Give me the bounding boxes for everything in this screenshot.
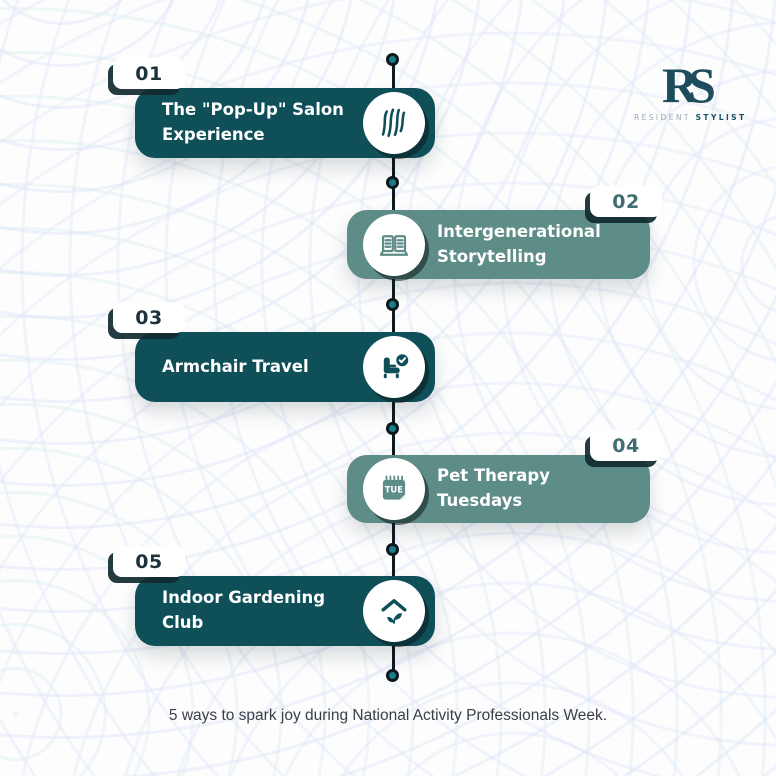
timeline-dot: [386, 669, 399, 682]
open-book-icon: [363, 214, 425, 276]
house-leaf-icon: [363, 580, 425, 642]
timeline-dot: [386, 422, 399, 435]
brand-monogram: RS: [662, 57, 716, 113]
card-title: Pet Therapy Tuesdays: [437, 466, 550, 510]
brand-name: RESIDENT STYLIST: [634, 113, 744, 122]
step-number: 05: [135, 550, 163, 573]
brand-name-resident: RESIDENT: [634, 113, 691, 122]
step-tab-04: 04: [590, 430, 662, 461]
step-tab-03: 03: [113, 302, 185, 333]
timeline-dot: [386, 543, 399, 556]
step-number: 04: [612, 434, 640, 457]
step-number: 03: [135, 306, 163, 329]
card-title: The "Pop-Up" Salon Experience: [162, 100, 344, 144]
brand-logo: RS RESIDENT STYLIST: [634, 58, 744, 122]
timeline-dot: [386, 298, 399, 311]
brand-name-stylist: STYLIST: [695, 113, 747, 122]
step-number: 01: [135, 62, 163, 85]
step-tab-01: 01: [113, 58, 185, 89]
step-tab-02: 02: [590, 186, 662, 217]
armchair-check-icon: [363, 336, 425, 398]
card-title: Indoor Gardening Club: [162, 588, 326, 632]
calendar-tue-icon: TUE: [363, 458, 425, 520]
step-tab-05: 05: [113, 546, 185, 577]
card-title: Intergenerational Storytelling: [437, 221, 601, 266]
step-number: 02: [612, 190, 640, 213]
calendar-label: TUE: [385, 485, 404, 495]
hair-icon: [363, 92, 425, 154]
card-intergenerational-storytelling: Intergenerational Storytelling: [347, 210, 650, 279]
footer-caption: 5 ways to spark joy during National Acti…: [168, 707, 608, 724]
timeline-dot: [386, 53, 399, 66]
card-title: Armchair Travel: [162, 356, 309, 376]
timeline-dot: [386, 176, 399, 189]
